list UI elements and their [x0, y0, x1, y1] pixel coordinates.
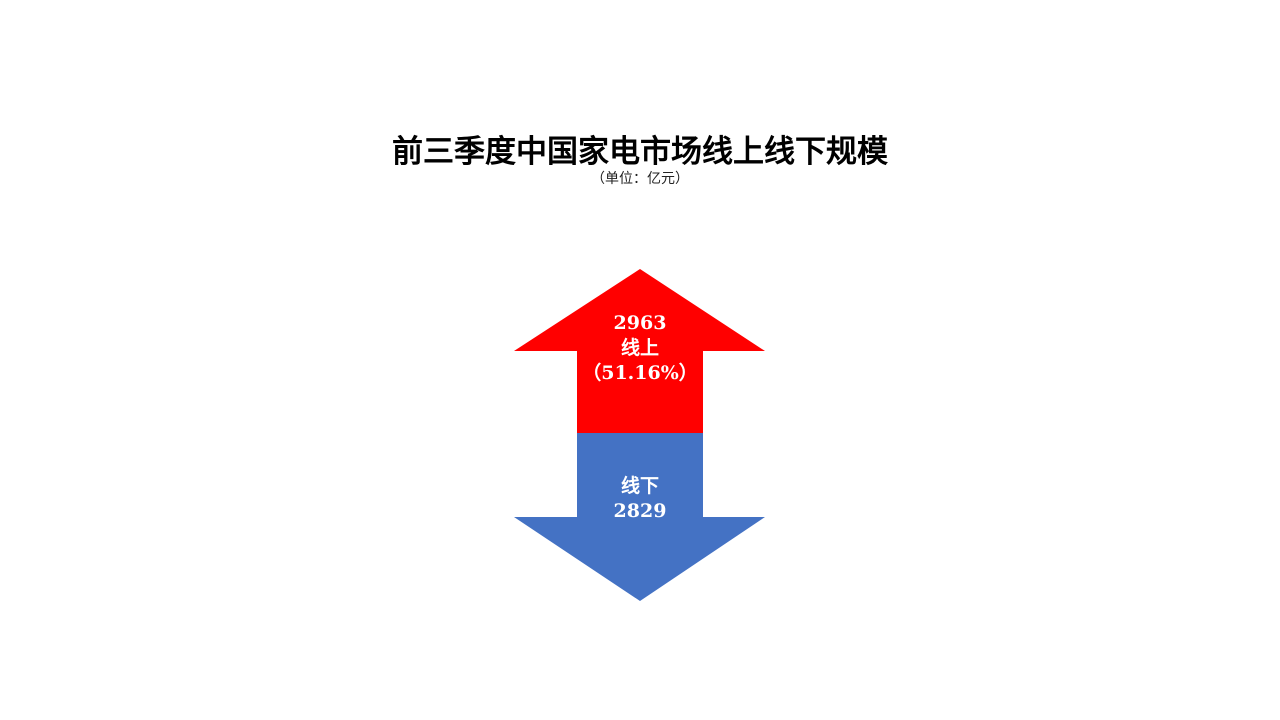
offline-label: 线下: [620, 475, 659, 497]
offline-label-group: 线下 2829: [540, 474, 740, 524]
offline-value: 2829: [613, 500, 667, 522]
offline-down-arrow: [514, 433, 765, 601]
online-value: 2963: [613, 312, 667, 334]
chart-title: 前三季度中国家电市场线上线下规模: [392, 134, 888, 170]
online-label-group: 2963 线上 （51.16%）: [540, 311, 740, 386]
online-up-arrow: [514, 269, 765, 433]
online-label: 线上: [620, 337, 659, 359]
online-share: （51.16%）: [582, 362, 698, 384]
chart-unit-subtitle: （单位：亿元）: [591, 171, 689, 187]
